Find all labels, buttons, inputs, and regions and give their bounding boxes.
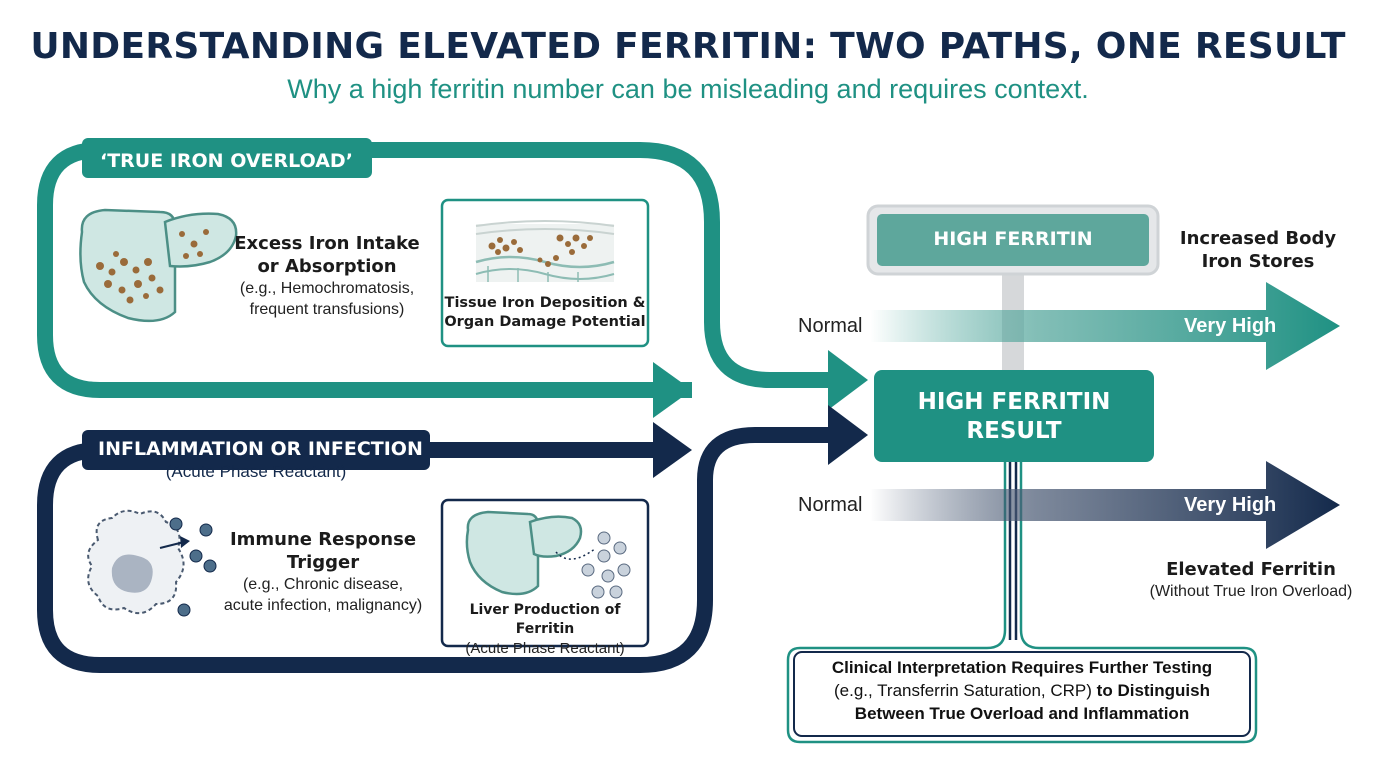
upper-very-high-label: Very High <box>1184 315 1276 337</box>
overload-path-label: ‘TRUE IRON OVERLOAD’ <box>100 150 353 172</box>
interpretation-box <box>793 651 1251 737</box>
result-box-label: HIGH FERRITIN RESULT <box>874 388 1154 446</box>
inflammation-arrowhead-2 <box>828 405 868 465</box>
result-box-line-1: HIGH FERRITIN <box>917 389 1111 415</box>
inflammation-path-loop <box>37 405 868 673</box>
result-box-line-2: RESULT <box>966 418 1062 444</box>
inflammation-path-sublabel: (Acute Phase Reactant) <box>165 462 347 481</box>
deposition-card: Tissue Iron Deposition & Organ Damage Po… <box>442 294 648 332</box>
lower-outcome-title: Elevated Ferritin <box>1166 559 1336 580</box>
page-title: UNDERSTANDING ELEVATED FERRITIN: TWO PAT… <box>30 26 1346 67</box>
lower-very-high-label: Very High <box>1184 494 1276 516</box>
overload-tab <box>82 138 372 178</box>
interpretation-line-2: (e.g., Transferrin Saturation, CRP) to D… <box>796 679 1248 702</box>
overload-arrowhead-2 <box>828 350 868 410</box>
interpretation-line-3: Between True Overload and Inflammation <box>854 704 1190 723</box>
lower-normal-label: Normal <box>798 494 862 516</box>
intake-title-1: Excess Iron Intake <box>234 233 420 254</box>
intake-detail-1: (e.g., Hemochromatosis, <box>239 280 415 297</box>
upper-outcome-line-1: Increased Body <box>1179 228 1337 249</box>
liver-production-sub: (Acute Phase Reactant) <box>465 640 625 657</box>
intake-title-2: or Absorption <box>257 256 397 277</box>
result-box <box>874 370 1154 462</box>
top-box-label: HIGH FERRITIN <box>933 228 1093 250</box>
upper-outcome-label: Increased Body Iron Stores <box>1158 227 1358 273</box>
intake-card: Excess Iron Intake or Absorption (e.g., … <box>214 232 440 320</box>
inflammation-tab <box>82 430 430 470</box>
upper-normal-label: Normal <box>798 315 862 337</box>
page-subtitle: Why a high ferritin number can be mislea… <box>287 74 1089 104</box>
immune-title-1: Immune Response <box>229 529 417 550</box>
immune-detail-1: (e.g., Chronic disease, <box>242 576 404 593</box>
upper-outcome-line-2: Iron Stores <box>1201 251 1315 272</box>
tissue-deposition-icon <box>475 220 615 282</box>
lower-scale-arrow <box>870 461 1340 549</box>
interpretation-text: Clinical Interpretation Requires Further… <box>796 656 1248 725</box>
inflammation-path-label: INFLAMMATION OR INFECTION <box>98 438 423 460</box>
interpretation-line-2-plain: (e.g., Transferrin Saturation, CRP) <box>834 681 1092 700</box>
immune-card: Immune Response Trigger (e.g., Chronic d… <box>206 528 440 616</box>
overload-path-loop <box>37 138 868 418</box>
immune-detail-2: acute infection, malignancy) <box>223 597 423 614</box>
top-box <box>877 214 1149 266</box>
deposition-title-1: Tissue Iron Deposition & <box>444 295 646 311</box>
inflammation-arrowhead-1 <box>653 422 692 478</box>
liver-production-card: Liver Production of Ferritin (Acute Phas… <box>442 601 648 658</box>
lower-outcome-label: Elevated Ferritin (Without True Iron Ove… <box>1136 559 1366 602</box>
lower-outcome-sub: (Without True Iron Overload) <box>1149 583 1353 600</box>
immune-cell-icon <box>87 509 217 617</box>
intake-detail-2: frequent transfusions) <box>249 301 405 318</box>
liver-production-icon <box>465 510 631 599</box>
liver-production-title: Liver Production of Ferritin <box>469 602 621 637</box>
overload-arrowhead-1 <box>653 362 692 418</box>
upper-scale-arrow <box>870 282 1340 370</box>
interpretation-line-2-bold: to Distinguish <box>1096 681 1210 700</box>
immune-title-2: Trigger <box>286 552 360 573</box>
deposition-title-2: Organ Damage Potential <box>444 314 646 330</box>
interpretation-line-1: Clinical Interpretation Requires Further… <box>831 658 1213 677</box>
liver-overload-icon <box>79 208 238 323</box>
